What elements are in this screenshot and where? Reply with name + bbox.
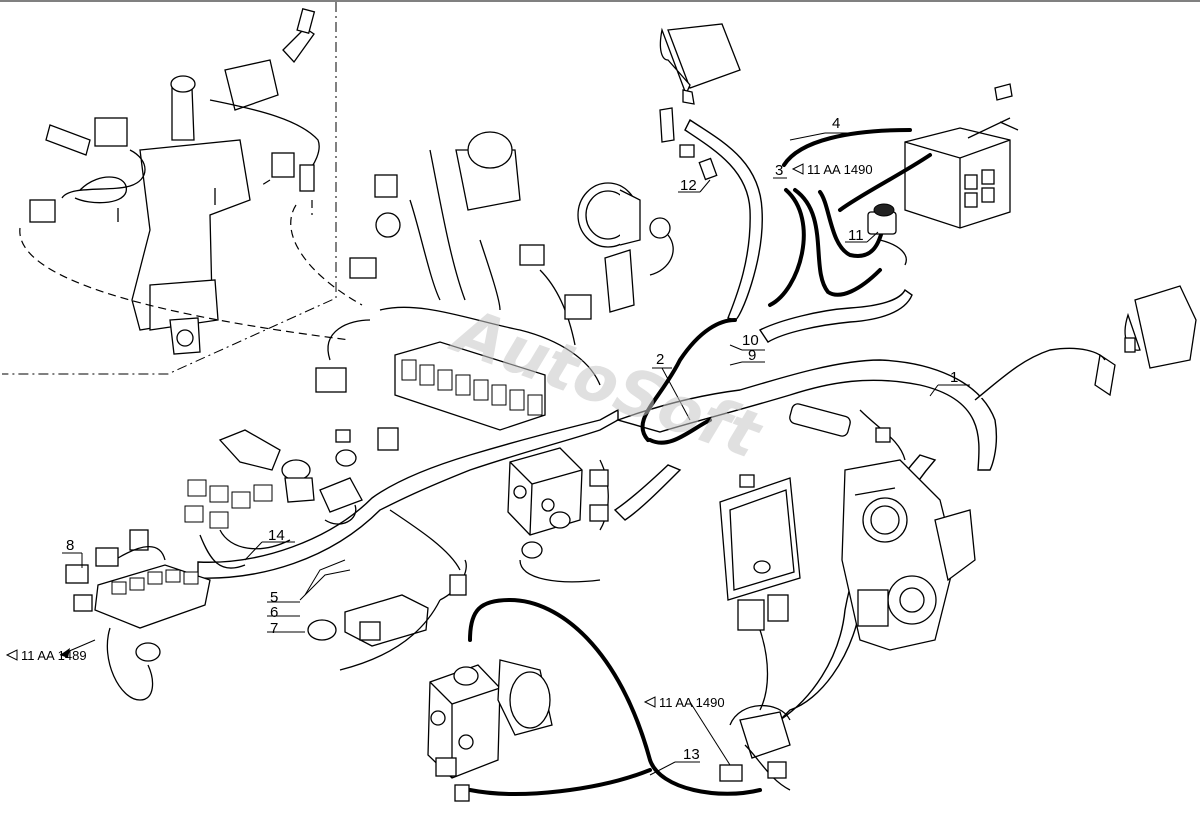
callout-1: 1 [950,369,958,386]
lower-connector-cluster [719,704,791,791]
callout-7: 7 [270,620,278,637]
reference-label-lower-harness: 11 AA 1490 [659,695,725,710]
callout-leaders [62,132,970,776]
instrument-gauge [577,182,674,313]
callout-2: 2 [656,351,664,368]
steering-column-inset [2,2,363,375]
callout-5: 5 [270,589,278,606]
fuse-relay-block [315,131,601,431]
valve-block [507,447,609,583]
battery-cables [640,128,932,445]
left-control-area [65,427,399,701]
ecu-module [719,403,906,711]
callout-9: 9 [748,347,756,364]
callout-3: 3 [775,162,783,179]
callout-12: 12 [680,177,697,194]
reference-label-fuse-panel: 11 AA 1489 [21,648,87,663]
callout-4: 4 [832,115,840,132]
reference-label-battery: 11 AA 1490 [807,162,873,177]
callout-14: 14 [268,527,285,544]
work-lamp-right [1124,285,1197,369]
callout-13: 13 [683,746,700,763]
battery [904,83,1019,229]
callout-6: 6 [270,604,278,621]
work-lamp-left [659,23,763,321]
callout-8: 8 [66,537,74,554]
callout-11: 11 [848,227,864,244]
reference-arrows [5,163,804,708]
callout-10: 10 [742,332,759,349]
pump-harness [307,509,762,802]
transmission-assembly [841,459,976,651]
